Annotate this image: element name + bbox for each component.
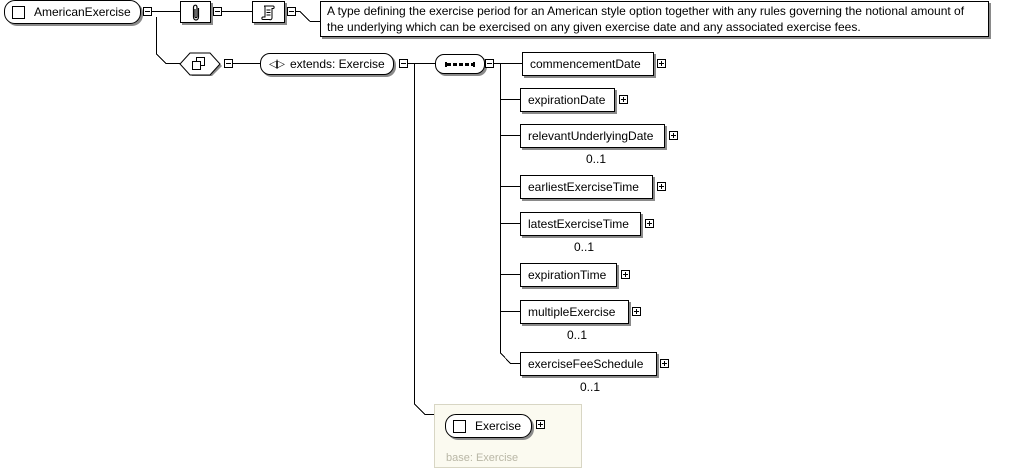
element-relevantUnderlyingDate[interactable]: relevantUnderlyingDate xyxy=(520,124,665,148)
element-multipleExercise-expand-toggle[interactable] xyxy=(632,307,641,316)
sequence-collapse-toggle[interactable] xyxy=(485,59,494,68)
element-latestExerciseTime-expand-toggle[interactable] xyxy=(645,219,654,228)
sequence-dots-icon xyxy=(445,62,475,67)
element-exerciseFeeSchedule[interactable]: exerciseFeeSchedule xyxy=(520,352,657,376)
element-latestExerciseTime[interactable]: latestExerciseTime xyxy=(520,212,641,236)
extension-node[interactable]: ◁|▷ extends: Exercise xyxy=(260,53,394,75)
element-commencementDate-expand-toggle[interactable] xyxy=(657,59,666,68)
appinfo-collapse-toggle[interactable] xyxy=(213,7,222,16)
base-type-expand-toggle[interactable] xyxy=(536,420,545,429)
element-expirationTime-expand-toggle[interactable] xyxy=(621,270,630,279)
element-expirationDate-expand-toggle[interactable] xyxy=(619,95,628,104)
base-type-label: Exercise xyxy=(475,419,522,433)
complex-content-node[interactable] xyxy=(178,52,222,76)
element-expirationTime[interactable]: expirationTime xyxy=(520,263,617,287)
documentation-collapse-toggle[interactable] xyxy=(287,7,296,16)
root-type-label: AmericanExercise xyxy=(34,5,131,19)
documentation-line-1: A type defining the exercise period for … xyxy=(327,4,965,18)
occurrence-relevantUnderlyingDate: 0..1 xyxy=(586,152,607,166)
base-type-node[interactable]: Exercise xyxy=(445,414,532,438)
occurrence-latestExerciseTime: 0..1 xyxy=(574,240,595,254)
base-type-caption: base: Exercise xyxy=(446,452,519,464)
extension-arrows-icon: ◁|▷ xyxy=(269,58,285,70)
documentation-line-2: the underlying which can be exercised on… xyxy=(327,20,861,34)
complex-content-collapse-toggle[interactable] xyxy=(224,59,233,68)
paperclip-icon xyxy=(192,4,199,21)
documentation-box[interactable] xyxy=(252,1,285,23)
scroll-icon xyxy=(261,5,275,20)
documentation-text: A type defining the exercise period for … xyxy=(320,1,989,37)
sequence-node[interactable] xyxy=(435,54,485,74)
element-multipleExercise[interactable]: multipleExercise xyxy=(520,300,629,324)
extension-label: extends: Exercise xyxy=(289,57,385,71)
root-type-node[interactable]: AmericanExercise xyxy=(4,0,141,24)
occurrence-exerciseFeeSchedule: 0..1 xyxy=(580,380,601,394)
extension-collapse-toggle[interactable] xyxy=(399,59,408,68)
appinfo-box[interactable] xyxy=(180,1,211,23)
overlapping-squares-icon xyxy=(192,57,205,70)
occurrence-multipleExercise: 0..1 xyxy=(567,328,588,342)
element-expirationDate[interactable]: expirationDate xyxy=(520,88,615,112)
element-earliestExerciseTime-expand-toggle[interactable] xyxy=(657,182,666,191)
complex-type-square-icon xyxy=(453,419,466,433)
element-relevantUnderlyingDate-expand-toggle[interactable] xyxy=(669,131,678,140)
element-exerciseFeeSchedule-expand-toggle[interactable] xyxy=(660,359,669,368)
complex-type-square-icon xyxy=(12,5,25,19)
element-earliestExerciseTime[interactable]: earliestExerciseTime xyxy=(520,175,653,199)
root-collapse-toggle[interactable] xyxy=(143,7,152,16)
element-commencementDate[interactable]: commencementDate xyxy=(522,52,654,76)
